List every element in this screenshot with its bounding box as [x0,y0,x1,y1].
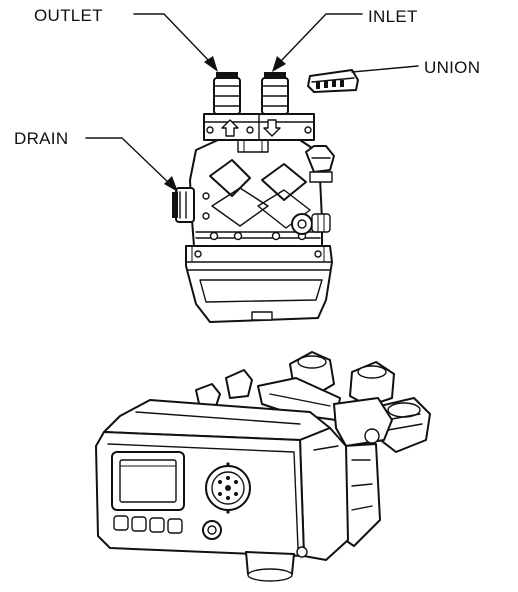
button-4 [167,518,183,534]
button-1 [113,515,129,531]
valve-body [189,139,323,247]
outlet-connector [213,72,241,115]
valve-side-view [172,69,359,323]
drain-leader [85,137,171,185]
control-module-side [185,245,333,323]
controller-housing [95,399,349,582]
valve-isometric-view [95,351,431,582]
drain-fitting [172,187,195,223]
round-dial [205,462,251,514]
inlet-label: INLET [368,7,418,26]
adapter-plate [203,113,315,141]
button-3 [149,517,165,533]
button-2 [131,516,147,532]
inlet-leader [279,13,363,63]
union-part [307,69,359,93]
side-fitting [291,145,335,235]
outlet-label: OUTLET [34,6,103,25]
union-leader [351,65,419,73]
inlet-connector [261,72,289,115]
callout-leaders [85,13,419,192]
drain-label: DRAIN [14,129,68,148]
outlet-leader [133,13,213,65]
union-label: UNION [424,58,480,77]
control-buttons [113,515,183,534]
display-screen [111,451,185,511]
front-knob [202,520,222,540]
